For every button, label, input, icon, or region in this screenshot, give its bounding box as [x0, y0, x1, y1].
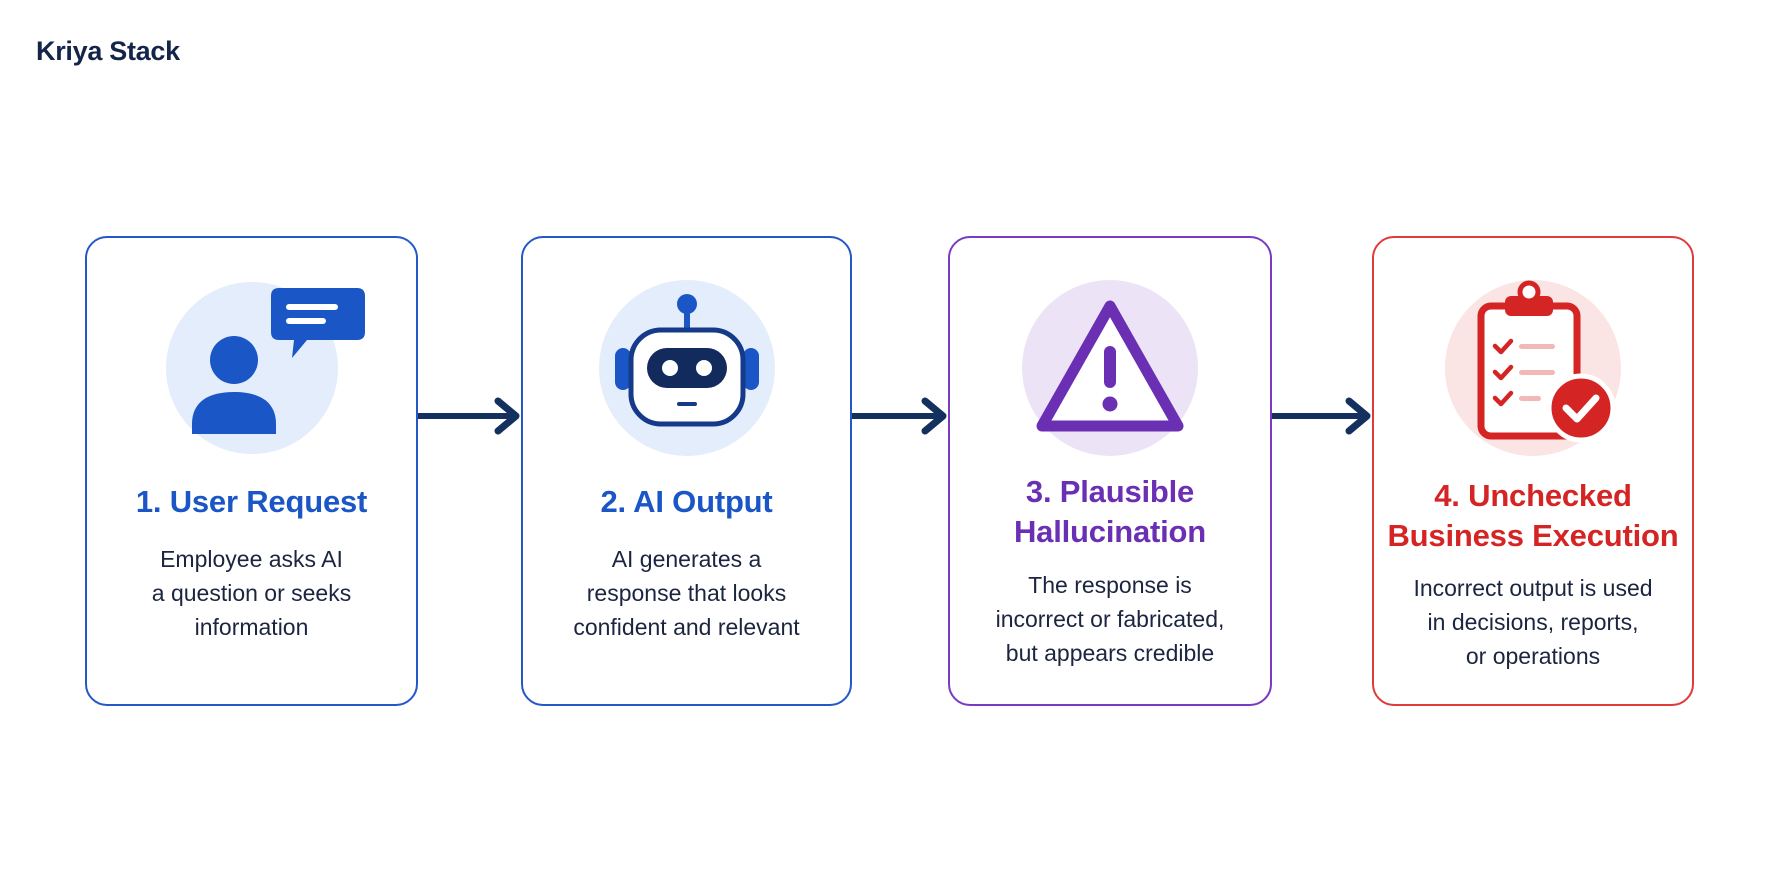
step-card-ai-output: 2. AI Output AI generates a response tha…: [521, 236, 852, 706]
step-card-user-request: 1. User Request Employee asks AI a quest…: [85, 236, 418, 706]
flow-arrow: [418, 396, 521, 436]
clipboard-check-icon: [1443, 278, 1623, 458]
step-description: The response is incorrect or fabricated,…: [995, 572, 1225, 666]
step-card-unchecked-business-execution: 4. Unchecked Business Execution Incorrec…: [1372, 236, 1694, 706]
step-title: 2. AI Output: [600, 484, 773, 519]
robot-icon: [597, 278, 777, 458]
flow-arrow: [1272, 396, 1372, 436]
warning-icon: [1020, 278, 1200, 458]
step-title: 3. Plausible Hallucination: [1013, 474, 1207, 549]
step-description: Employee asks AI a question or seeks inf…: [151, 546, 352, 640]
user-chat-icon: [162, 278, 365, 458]
step-title: 4. Unchecked Business Execution: [1387, 478, 1679, 553]
step-description: Incorrect output is used in decisions, r…: [1413, 575, 1653, 669]
step-title: 1. User Request: [135, 484, 368, 519]
brand-logo: Kriya Stack: [36, 36, 180, 66]
step-description: AI generates a response that looks confi…: [573, 546, 800, 640]
step-card-plausible-hallucination: 3. Plausible Hallucination The response …: [948, 236, 1272, 706]
flow-arrow: [852, 396, 948, 436]
